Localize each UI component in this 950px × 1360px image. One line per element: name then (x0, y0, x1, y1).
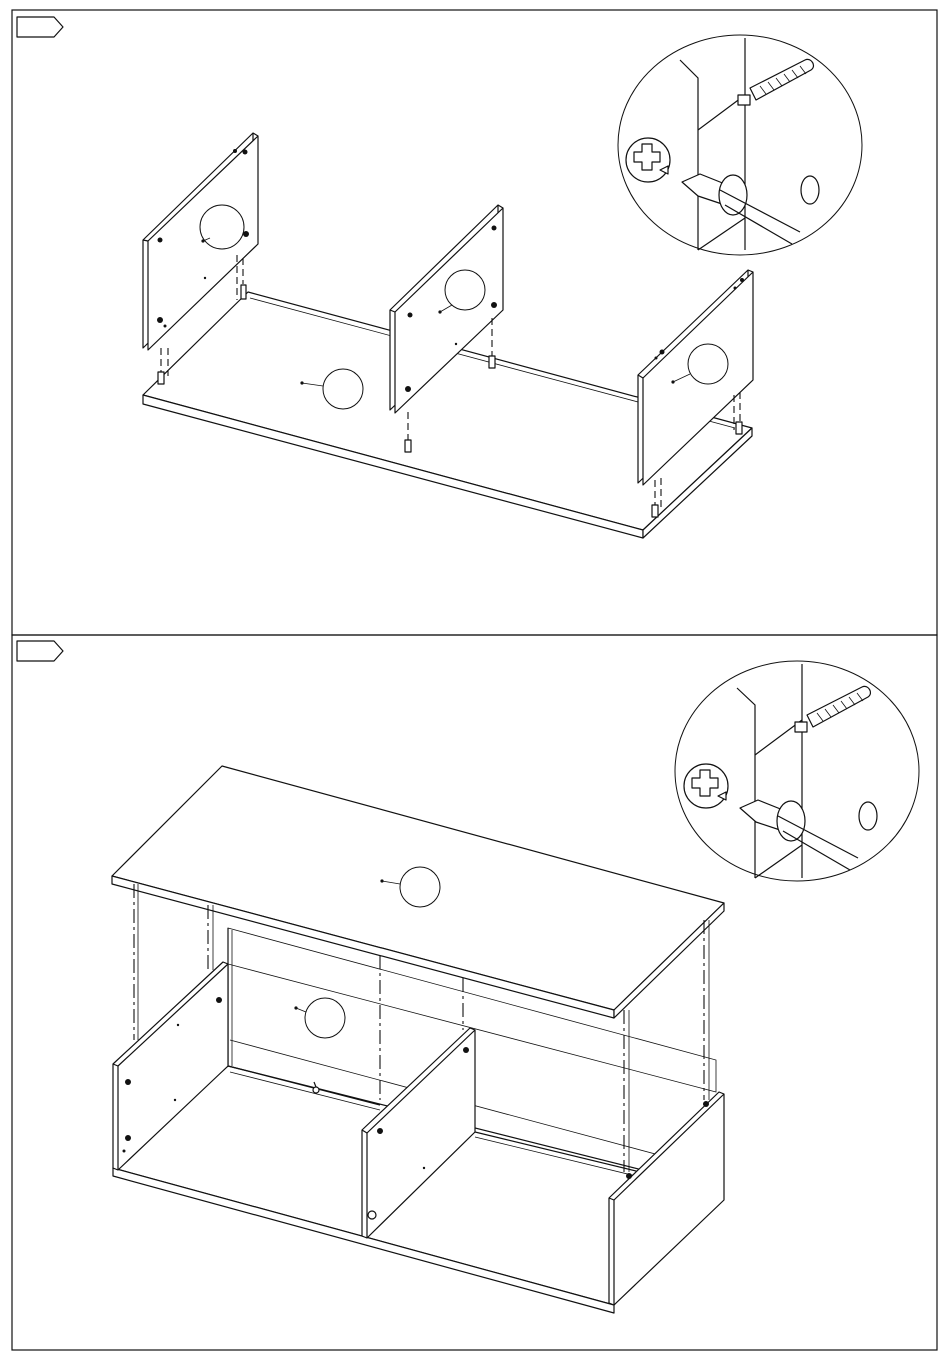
right-side (609, 1092, 724, 1305)
cam-lock-icon (626, 138, 670, 182)
dowel-icon (241, 285, 246, 299)
step-tag-icon (17, 641, 63, 661)
dowel-icon (736, 422, 742, 434)
part-callout-right (688, 344, 728, 384)
cam-lock-detail-2 (675, 661, 919, 881)
dowel-icon (158, 372, 164, 384)
step-2-tag (17, 641, 63, 661)
cam-lock-icon (684, 764, 728, 808)
dowel-icon (405, 440, 411, 452)
part-callout-left (200, 205, 244, 249)
step-1-drawing (143, 35, 862, 538)
cam-lock-icon (368, 1211, 376, 1219)
part-callout-bottom (323, 369, 363, 409)
part-callout-back (305, 998, 345, 1038)
cam-lock-detail-1 (618, 35, 862, 255)
dowel-icon (489, 356, 495, 368)
step-1-tag (17, 17, 63, 37)
dowel-icon (313, 1087, 319, 1093)
step-2-drawing (112, 661, 919, 1313)
dowel-icon (652, 505, 658, 517)
part-callout-middle (445, 270, 485, 310)
part-callout-top (400, 867, 440, 907)
step-tag-icon (17, 17, 63, 37)
